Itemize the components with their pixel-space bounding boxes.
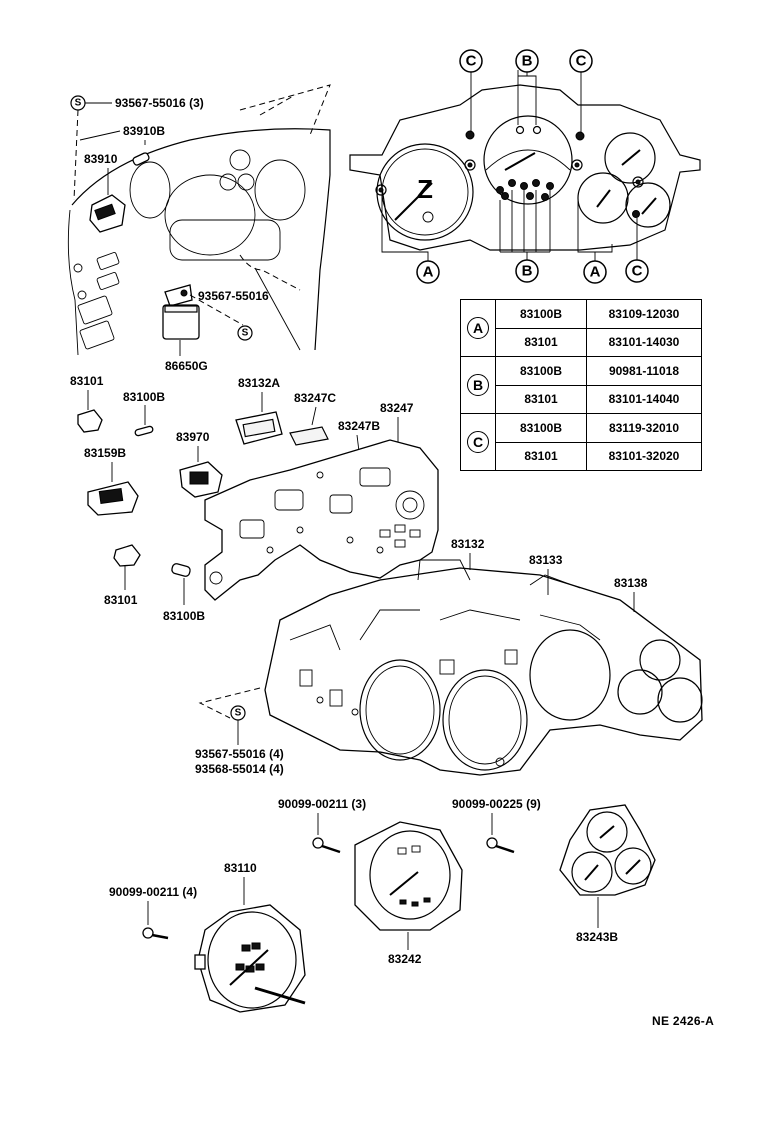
screw-90099-00225-9: 90099-00225 (9) [452, 797, 541, 854]
svg-text:83247: 83247 [380, 401, 414, 415]
svg-text:90099-00225 (9): 90099-00225 (9) [452, 797, 541, 811]
key-callout-c-right: C [569, 49, 593, 73]
key-callout-a-left: A [416, 260, 440, 284]
svg-text:90099-00211 (4): 90099-00211 (4) [109, 885, 197, 899]
case-83133-callout: 83133 [529, 553, 563, 595]
case-screws-callout: S 93567-55016 (4) 93568-55014 (4) [195, 687, 284, 776]
key-a-badge: A [467, 317, 489, 339]
svg-text:83101: 83101 [70, 374, 104, 388]
bulb-83100b-b: 83100B [163, 563, 205, 623]
svg-text:83132: 83132 [451, 537, 485, 551]
svg-text:93567-55016: 93567-55016 [198, 289, 269, 303]
case-83138-callout: 83138 [614, 576, 648, 612]
relay-86650g: 86650G [162, 284, 208, 373]
circuit-plate-83247: 83247 83247B [204, 401, 439, 601]
key-callout-b-top: B [515, 49, 539, 73]
socket-83970: 83970 [176, 430, 223, 498]
table-key-cell: A [460, 299, 496, 357]
table-cell-code: 83101 [495, 441, 587, 471]
svg-text:C: C [576, 53, 587, 70]
svg-text:93567-55016 (3): 93567-55016 (3) [115, 96, 204, 110]
drawing-code: NE 2426-A [652, 1014, 715, 1028]
dashboard-panel [67, 84, 331, 356]
speedometer-83110: 83110 [194, 861, 306, 1013]
table-cell-part: 83101-32020 [586, 441, 702, 471]
bulb-83100b-a: 83100B [123, 390, 165, 437]
table-row: B 83100B 90981-11018 [460, 356, 702, 414]
svg-text:S: S [242, 328, 249, 339]
bulb-83910b: 83910B [79, 124, 165, 166]
svg-text:83159B: 83159B [84, 446, 126, 460]
svg-text:83910B: 83910B [123, 124, 165, 138]
svg-text:83243B: 83243B [576, 930, 618, 944]
table-cell-part: 90981-11018 [586, 356, 702, 386]
screw-s-relay-callout: 93567-55016 S [189, 289, 269, 341]
socket-83159b: 83159B [84, 446, 139, 516]
svg-text:83970: 83970 [176, 430, 210, 444]
svg-text:83138: 83138 [614, 576, 648, 590]
svg-text:B: B [522, 263, 533, 280]
key-callout-a-right: A [583, 260, 607, 284]
svg-text:86650G: 86650G [165, 359, 208, 373]
svg-text:93568-55014 (4): 93568-55014 (4) [195, 762, 284, 776]
svg-text:B: B [522, 53, 533, 70]
svg-text:C: C [466, 53, 477, 70]
svg-text:83247C: 83247C [294, 391, 336, 405]
table-key-cell: B [460, 356, 496, 414]
svg-text:S: S [235, 708, 242, 719]
table-cell-code: 83101 [495, 327, 587, 357]
case-83132-callout: 83132 [451, 537, 485, 570]
screw-s-top-callout: S 93567-55016 (3) [70, 95, 204, 201]
table-row: 83101 83101-14030 [461, 327, 702, 357]
socket-83101-b: 83101 [104, 544, 141, 607]
key-callout-c-bottom: C [625, 259, 649, 283]
reference-table: A 83100B 83109-12030 83101 83101-14030 B… [460, 299, 702, 471]
svg-text:83910: 83910 [84, 152, 118, 166]
table-row: 83101 83101-14040 [461, 384, 702, 414]
key-c-badge: C [467, 431, 489, 453]
screw-90099-00211-4: 90099-00211 (4) [109, 885, 197, 940]
connector-83132a: 83132A [235, 376, 283, 445]
svg-text:A: A [423, 264, 434, 281]
svg-text:93567-55016 (4): 93567-55016 (4) [195, 747, 284, 761]
gauge-83243b: 83243B [559, 804, 656, 944]
svg-text:83100B: 83100B [163, 609, 205, 623]
svg-text:83110: 83110 [224, 861, 257, 875]
key-b-badge: B [467, 374, 489, 396]
table-key-cell: C [460, 413, 496, 471]
svg-text:90099-00211 (3): 90099-00211 (3) [278, 797, 366, 811]
svg-text:83100B: 83100B [123, 390, 165, 404]
svg-text:83247B: 83247B [338, 419, 380, 433]
svg-text:C: C [632, 263, 643, 280]
table-cell-part: 83109-12030 [586, 299, 702, 329]
table-cell-code: 83100B [495, 356, 587, 386]
table-cell-code: 83100B [495, 413, 587, 443]
svg-text:83132A: 83132A [238, 376, 280, 390]
screw-90099-00211-3: 90099-00211 (3) [278, 797, 366, 854]
table-cell-part: 83119-32010 [586, 413, 702, 443]
table-row: 83101 83101-32020 [461, 441, 702, 471]
meter-case-assembly [264, 559, 703, 776]
tachometer-83242: 83242 [354, 821, 463, 966]
table-cell-code: 83100B [495, 299, 587, 329]
table-cell-part: 83101-14040 [586, 384, 702, 414]
cluster-face-diagram: Z [349, 70, 701, 262]
svg-text:83242: 83242 [388, 952, 422, 966]
table-cell-code: 83101 [495, 384, 587, 414]
socket-83910: 83910 [84, 152, 126, 233]
svg-text:83101: 83101 [104, 593, 138, 607]
svg-text:S: S [75, 98, 82, 109]
key-callout-b-bottom: B [515, 259, 539, 283]
table-row: C 83100B 83119-32010 [460, 413, 702, 471]
key-callout-c-left: C [459, 49, 483, 73]
svg-text:83133: 83133 [529, 553, 563, 567]
socket-83101-a: 83101 [70, 374, 104, 433]
table-row: A 83100B 83109-12030 [460, 299, 702, 357]
pad-83247c: 83247C [289, 391, 336, 446]
svg-text:A: A [590, 264, 601, 281]
table-cell-part: 83101-14030 [586, 327, 702, 357]
